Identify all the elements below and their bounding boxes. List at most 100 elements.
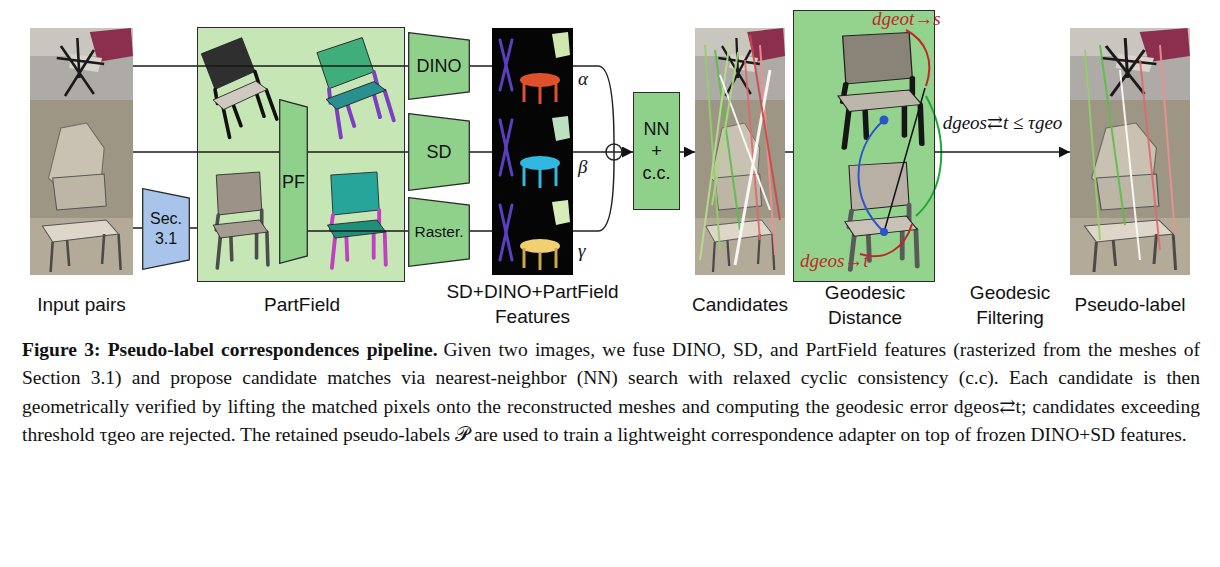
feature-maps — [523, 82, 526, 102]
feature-maps — [552, 32, 570, 58]
feature-maps — [552, 200, 570, 225]
connector — [470, 151, 492, 153]
feature-merge-lines — [573, 66, 614, 231]
connector — [785, 151, 793, 153]
candidate-match-lines — [700, 35, 780, 265]
connector — [470, 65, 492, 67]
process-box: NN + c.c. — [633, 92, 680, 210]
encoder-trapezoid: Raster. — [408, 197, 470, 267]
feature-maps — [524, 248, 556, 270]
candidate-match-lines — [715, 50, 740, 230]
geodesic-illustration — [880, 116, 889, 125]
figure-title: Figure 3: Pseudo-label correspondences p… — [22, 339, 438, 360]
panel-caption: PartField — [202, 292, 402, 317]
module-panel: PartFieldPF — [197, 27, 405, 282]
geodesic-illustration — [880, 228, 888, 236]
panel-caption: Pseudo-label — [1050, 292, 1210, 317]
node-label: NN + c.c. — [639, 118, 674, 184]
image-panel: Pseudo-label — [1070, 28, 1190, 275]
feature-maps — [555, 82, 558, 102]
feature-maps — [539, 252, 542, 270]
mesh-renders — [313, 35, 395, 139]
mesh-renders — [213, 172, 268, 268]
input-photo-pair — [30, 28, 133, 275]
geodesic-panel-fill — [793, 10, 935, 282]
node-text-holder: Raster. — [408, 197, 470, 267]
encoder-trapezoid: PF — [279, 99, 308, 264]
sum-symbol — [613, 144, 615, 160]
connector — [470, 230, 492, 232]
feature-maps — [523, 165, 526, 186]
connector — [133, 65, 408, 67]
weight-symbol: γ — [578, 240, 586, 262]
geodesic-illustration — [838, 30, 941, 270]
node-label: DINO — [417, 55, 462, 77]
feature-maps — [500, 120, 512, 175]
pseudo-label-lines — [1085, 50, 1100, 240]
node-text-holder: PF — [279, 99, 308, 264]
feature-maps — [524, 82, 556, 104]
image-panel: Input pairs — [30, 28, 133, 275]
pseudo-label-lines — [1120, 70, 1140, 260]
pseudo-label-lines — [1140, 60, 1160, 250]
feature-maps — [520, 239, 560, 253]
trapezoid-shape — [409, 114, 470, 191]
panel-caption: SD+DINO+PartField Features — [423, 279, 643, 329]
sum-symbol — [606, 144, 622, 160]
connector — [935, 151, 1070, 153]
connector-layer — [0, 0, 1220, 330]
node-text-holder: NN + c.c. — [634, 93, 679, 209]
feature-maps — [552, 116, 570, 141]
trapezoid-shape — [143, 189, 190, 270]
trapezoid-shape — [409, 33, 470, 100]
node-text-holder: Sec. 3.1 — [142, 188, 190, 270]
feature-merge-lines — [573, 66, 614, 144]
node-text-holder: SD — [408, 113, 470, 191]
merge-overlay — [0, 0, 1220, 330]
feature-maps — [500, 205, 512, 260]
candidate-match-lines — [750, 35, 780, 220]
connector — [133, 151, 408, 153]
connector — [133, 227, 142, 229]
image-panel: Candidates — [695, 28, 785, 275]
distance-label: dgeot→s — [872, 8, 941, 30]
distance-label: dgeos→t — [800, 250, 869, 272]
trapezoid-outline — [142, 188, 190, 270]
pseudo-label-lines — [1100, 45, 1125, 225]
node-label: Sec. 3.1 — [147, 209, 185, 249]
feature-maps — [523, 248, 526, 268]
figure-caption: Figure 3: Pseudo-label correspondences p… — [22, 336, 1200, 450]
feature-maps — [539, 169, 542, 188]
feature-maps — [539, 86, 542, 104]
node-label: PF — [282, 171, 305, 193]
geodesic-illustration — [838, 32, 922, 147]
pseudo-label-photo — [1070, 28, 1190, 275]
pseudo-label-lines — [1085, 45, 1175, 260]
pseudo-label-lines — [1160, 45, 1175, 235]
connector — [573, 151, 633, 153]
weight-symbol: α — [578, 68, 588, 90]
node-label: SD — [426, 141, 451, 163]
weight-symbol: β — [578, 156, 587, 178]
panel-caption: Candidates — [660, 292, 820, 317]
step-label: Geodesic Filtering — [955, 280, 1065, 330]
label-layer: αβγdgeot→sdgeos→tGeodesic Filteringdgeos… — [0, 0, 1220, 330]
encoder-trapezoid: DINO — [408, 32, 470, 100]
feature-maps — [492, 28, 573, 275]
candidates-photo — [695, 28, 785, 275]
feature-maps — [555, 248, 558, 268]
candidate-match-lines — [735, 70, 770, 265]
encoder-trapezoid: SD — [408, 113, 470, 191]
candidate-match-lines — [720, 75, 770, 210]
feature-maps — [500, 40, 512, 90]
connector — [190, 227, 197, 229]
mesh-renders — [328, 172, 386, 268]
candidate-match-lines — [700, 40, 730, 260]
connector — [680, 151, 695, 153]
panel-caption: Input pairs — [2, 292, 162, 317]
feature-maps — [520, 73, 560, 87]
geodesic-illustration — [906, 30, 929, 86]
module-panel: Geodesic Distance — [793, 10, 935, 282]
panel-caption: Geodesic Distance — [805, 280, 925, 330]
